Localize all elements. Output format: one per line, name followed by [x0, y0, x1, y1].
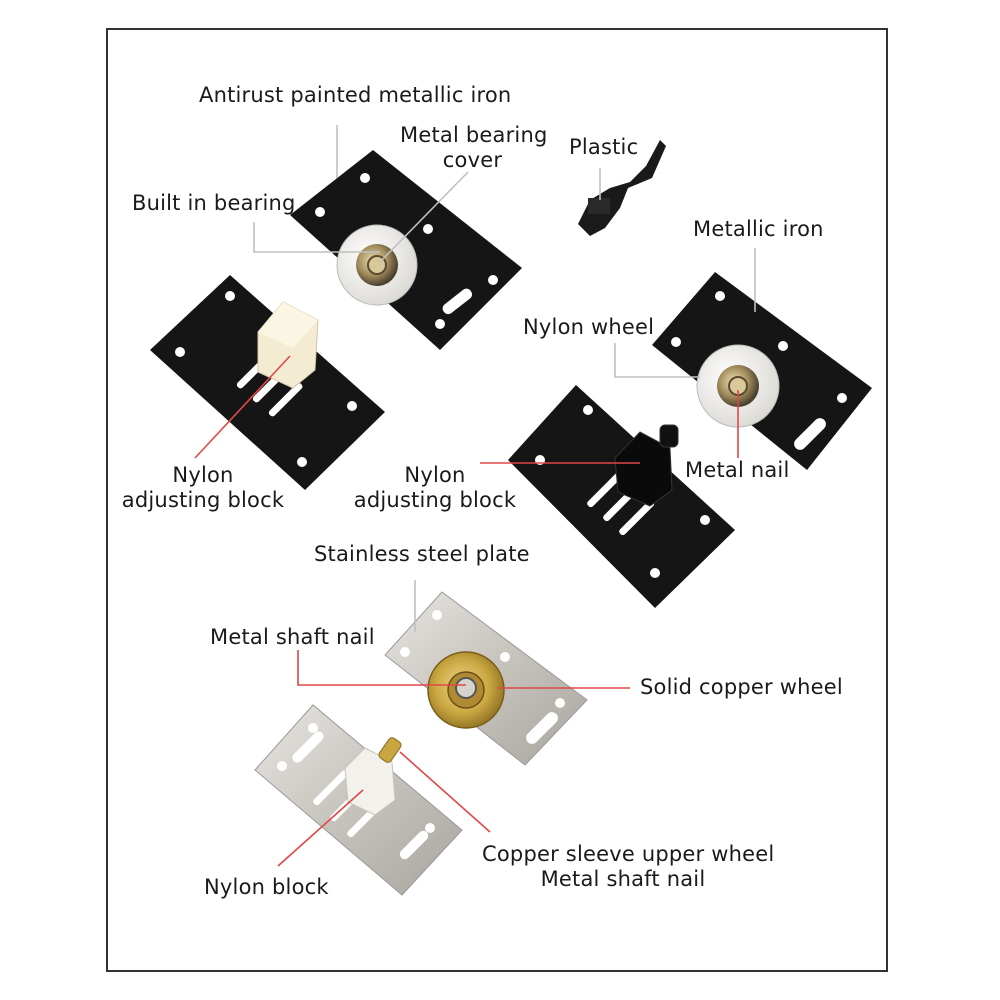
steel-plate-wheel	[384, 591, 588, 766]
label-copper-sleeve-line2: Metal shaft nail	[540, 867, 706, 891]
label-metallic-iron: Metallic iron	[693, 217, 824, 241]
black-plate-wheel-right	[652, 272, 872, 470]
label-nylon-wheel: Nylon wheel	[523, 315, 655, 339]
steel-plate-block	[254, 704, 463, 896]
leader-metal-shaft-nail	[297, 650, 466, 686]
label-nylon-adjusting-block-left: Nylon adjusting block	[118, 463, 288, 513]
label-metal-bearing-cover-line2: cover	[442, 148, 503, 172]
label-nylon-adjusting-block-mid: Nylon adjusting block	[350, 463, 520, 513]
black-plate-block-right	[508, 385, 735, 608]
label-antirust-iron: Antirust painted metallic iron	[199, 83, 512, 107]
label-solid-copper-wheel: Solid copper wheel	[640, 675, 843, 699]
label-stainless-steel-plate: Stainless steel plate	[314, 542, 530, 566]
label-copper-sleeve-line1: Copper sleeve upper wheel	[482, 842, 775, 866]
plastic-clip	[578, 140, 666, 236]
black-plate-block-top	[150, 275, 385, 490]
label-metal-bearing-cover-line1: Metal bearing	[400, 123, 548, 147]
label-metal-shaft-nail: Metal shaft nail	[210, 625, 375, 649]
label-nylon-adj-left-line2: adjusting block	[121, 488, 285, 512]
leader-built-in-bearing	[253, 222, 380, 253]
label-nylon-adj-left-line1: Nylon	[172, 463, 234, 487]
label-metal-bearing-cover: Metal bearing cover	[400, 123, 548, 173]
label-built-in-bearing: Built in bearing	[132, 191, 296, 215]
diagram-frame	[106, 28, 888, 972]
label-copper-sleeve: Copper sleeve upper wheel Metal shaft na…	[482, 842, 775, 892]
leader-copper-sleeve	[399, 751, 491, 833]
label-nylon-block: Nylon block	[204, 875, 329, 899]
leader-lines	[194, 125, 756, 867]
label-nylon-adj-mid-line2: adjusting block	[353, 488, 517, 512]
leader-nylon-wheel	[614, 343, 700, 378]
label-plastic: Plastic	[569, 135, 639, 159]
leader-nylon-adj-left	[194, 355, 291, 459]
leader-nylon-block	[277, 789, 364, 867]
black-plate-wheel-top	[290, 150, 522, 350]
leader-bearing-cover	[379, 171, 469, 263]
label-nylon-adj-mid-line1: Nylon	[404, 463, 466, 487]
label-metal-nail: Metal nail	[685, 458, 790, 482]
